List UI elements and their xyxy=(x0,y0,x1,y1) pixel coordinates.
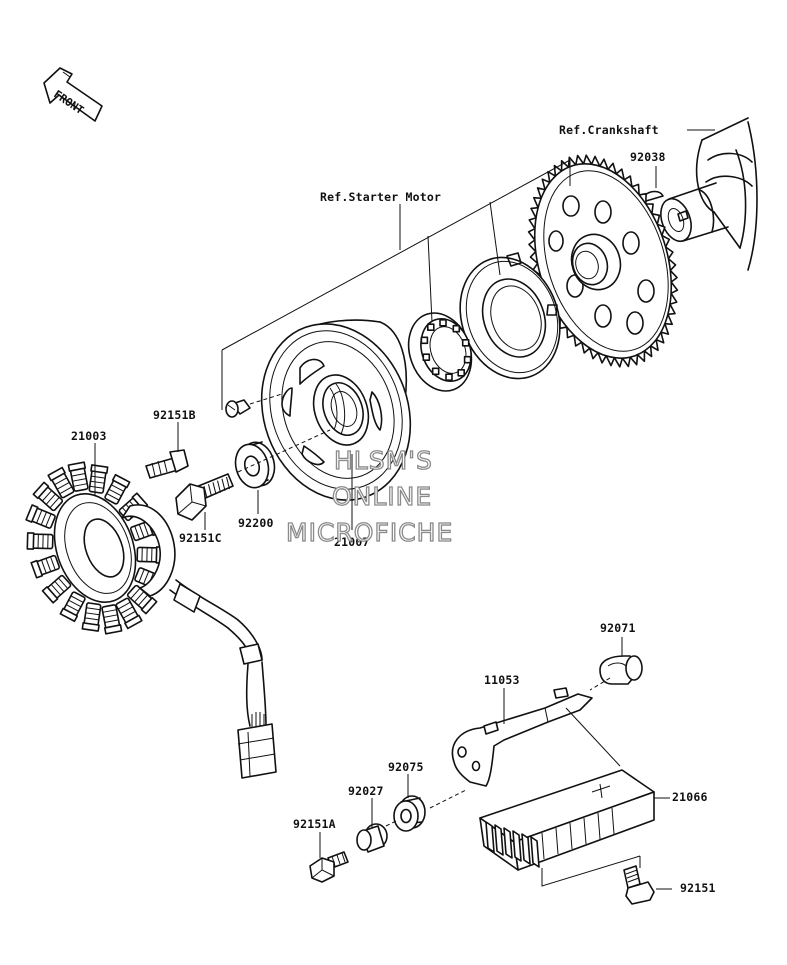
part-number-92151b: 92151B xyxy=(153,410,196,422)
bolt-stator xyxy=(146,450,188,478)
wiring-harness xyxy=(170,580,276,778)
part-number-11053: 11053 xyxy=(484,675,520,687)
front-arrow-icon: FRONT xyxy=(44,68,102,121)
watermark-line-2: ONLINE xyxy=(332,484,432,509)
bolt-92151b xyxy=(226,400,250,417)
part-number-21066: 21066 xyxy=(672,792,708,804)
ref-crankshaft-label: Ref.Crankshaft xyxy=(559,125,659,137)
watermark-line-1: HLSM'S xyxy=(334,448,433,473)
part-number-92151c: 92151C xyxy=(179,533,222,545)
watermark-line-3: MICROFICHE xyxy=(286,520,453,545)
part-number-92038: 92038 xyxy=(630,152,666,164)
collar-92075 xyxy=(394,796,425,831)
part-number-92075: 92075 xyxy=(388,762,424,774)
part-number-92071: 92071 xyxy=(600,623,636,635)
bolt-92151 xyxy=(624,866,654,904)
part-number-21003: 21003 xyxy=(71,431,107,443)
part-number-92200: 92200 xyxy=(238,518,274,530)
bracket-11053 xyxy=(452,688,592,786)
collar-92027 xyxy=(357,824,387,852)
part-number-92027: 92027 xyxy=(348,786,384,798)
ref-starter-motor-label: Ref.Starter Motor xyxy=(320,192,441,204)
regulator-21066 xyxy=(480,770,654,870)
bolt-92151a xyxy=(310,852,348,882)
plug-92071 xyxy=(600,656,642,684)
part-number-92151a: 92151A xyxy=(293,819,336,831)
part-number-92151: 92151 xyxy=(680,883,716,895)
stator-21003 xyxy=(26,462,175,634)
